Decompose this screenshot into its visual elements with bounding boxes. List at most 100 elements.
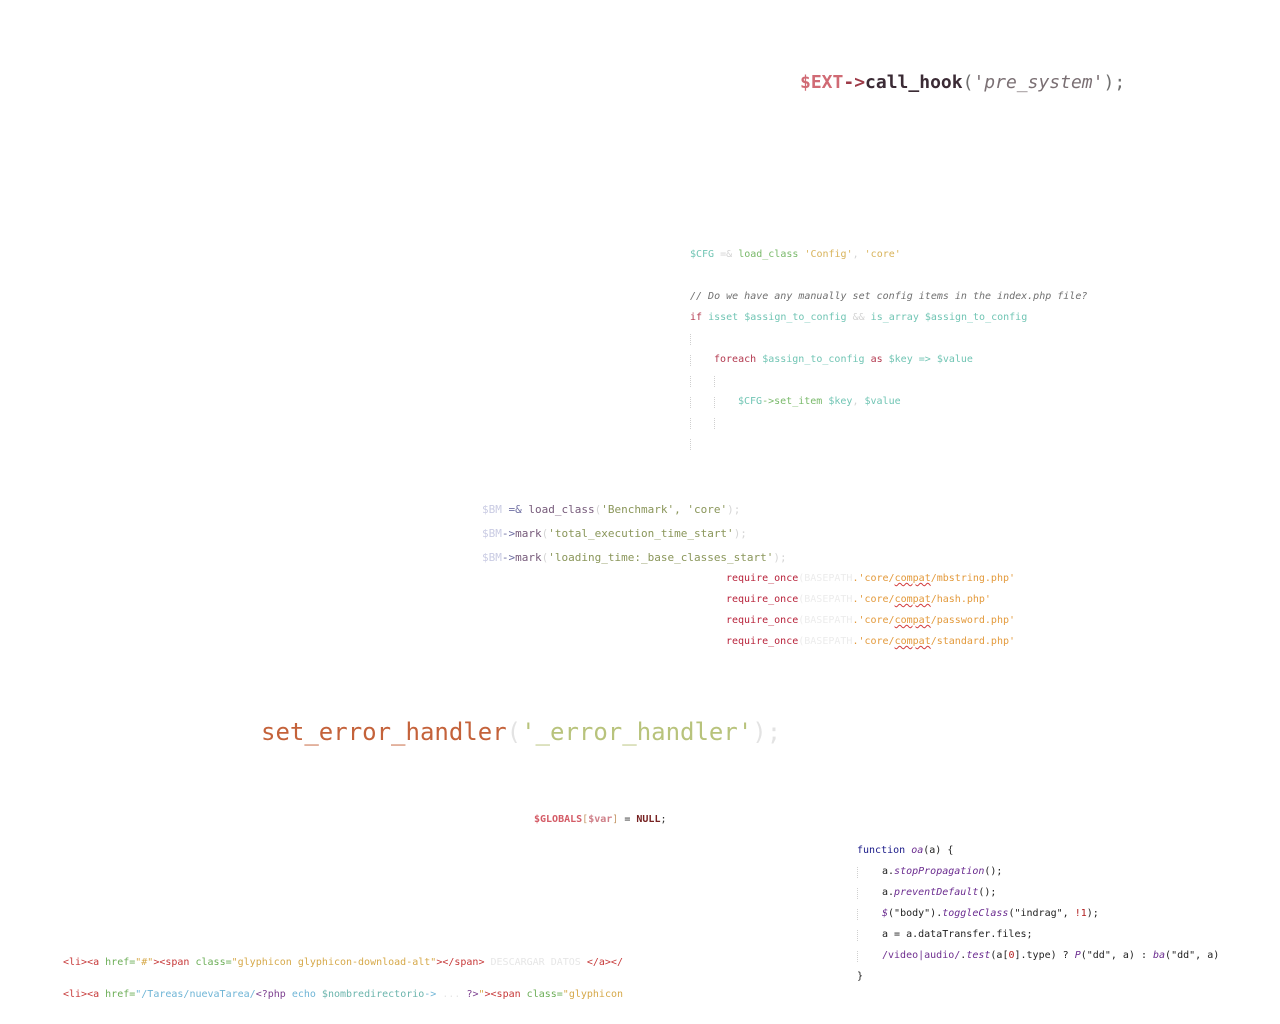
bm-variable: $BM bbox=[482, 503, 502, 516]
object-arrow: -> bbox=[843, 72, 866, 93]
config-code-block: $CFG =& load_class 'Config', 'core' // D… bbox=[690, 240, 1087, 460]
open-bracket: [ bbox=[582, 814, 589, 825]
foreach-keyword: foreach bbox=[714, 354, 757, 365]
js-line-1: function oa(a) { bbox=[857, 846, 1219, 857]
dot: . bbox=[960, 950, 967, 961]
js-line-7: } bbox=[857, 971, 864, 982]
js-line-2: a.stopPropagation(); bbox=[857, 867, 1219, 878]
path-prefix: .'core/ bbox=[852, 636, 895, 647]
value-var: $value bbox=[936, 354, 973, 365]
indent-guide bbox=[857, 888, 882, 899]
basepath-const: (BASEPATH bbox=[798, 636, 853, 647]
call-end: (); bbox=[978, 887, 997, 898]
open-paren: ( bbox=[541, 527, 549, 540]
a-close-tag: </a></ bbox=[586, 957, 623, 968]
benchmark-line-2: $BM->mark('total_execution_time_start'); bbox=[482, 528, 787, 541]
p-args: ("dd", a) : bbox=[1080, 950, 1153, 961]
bm-variable: $BM bbox=[482, 551, 502, 564]
indent-guide bbox=[690, 418, 714, 429]
isset-fn: isset bbox=[708, 312, 739, 323]
mark-arg: 'total_execution_time_start' bbox=[548, 527, 734, 540]
index-zero: 0 bbox=[1008, 950, 1015, 961]
close-paren: ); bbox=[1103, 72, 1126, 93]
oa-fn-name: oa bbox=[911, 845, 924, 856]
basepath-const: (BASEPATH bbox=[798, 573, 853, 584]
selector: ("body"). bbox=[888, 908, 943, 919]
indent-guide bbox=[714, 376, 738, 387]
cfg-variable: $CFG bbox=[690, 249, 715, 260]
files-assign: a = a.dataTransfer.files; bbox=[882, 929, 1033, 940]
require-line-standard: require_once(BASEPATH.'core/compat/stand… bbox=[726, 637, 1015, 648]
mark-fn: mark bbox=[515, 551, 542, 564]
cfg-variable: $CFG bbox=[738, 396, 763, 407]
prevent-default-fn: preventDefault bbox=[894, 887, 979, 898]
cfg-load-line: $CFG =& load_class 'Config', 'core' bbox=[690, 250, 1087, 261]
stop-propagation-fn: stopPropagation bbox=[894, 866, 985, 877]
globals-null-line: $GLOBALS[$var] = NULL; bbox=[534, 815, 667, 825]
foreach-line: foreach $assign_to_config as $key => $va… bbox=[690, 355, 1087, 366]
spellcheck-word: compat bbox=[894, 573, 931, 584]
html-line-2: <li><a href="/Tareas/nuevaTarea/<?php ec… bbox=[63, 990, 623, 1012]
assign-op: = bbox=[618, 814, 637, 825]
ext-call-hook-line: $EXT->call_hook('pre_system'); bbox=[800, 74, 1125, 92]
js-line-3: a.preventDefault(); bbox=[857, 888, 1219, 899]
require-once-block: require_once(BASEPATH.'core/compat/mbstr… bbox=[726, 564, 1015, 658]
punc bbox=[901, 249, 907, 260]
benchmark-line-3: $BM->mark('loading_time:_base_classes_st… bbox=[482, 552, 787, 565]
indent-guide bbox=[857, 930, 882, 941]
bool-literal: !1 bbox=[1074, 908, 1087, 919]
core-string: 'core' bbox=[864, 249, 901, 260]
set-error-handler-fn: set_error_handler bbox=[261, 718, 507, 746]
require-keyword: require_once bbox=[726, 573, 799, 584]
html-line-1: <li><a href="#"><span class="glyphicon g… bbox=[63, 958, 623, 980]
indent-guide bbox=[690, 397, 714, 408]
ternary: ].type) ? bbox=[1014, 950, 1075, 961]
href-attr: href= bbox=[105, 957, 136, 968]
arrow-op: => bbox=[912, 354, 937, 365]
open-paren: ( bbox=[962, 72, 974, 93]
nombredirectorio-var: $nombredirectorio bbox=[321, 989, 425, 1000]
call-end: (); bbox=[984, 866, 1003, 877]
jquery-dollar: $ bbox=[882, 908, 889, 919]
object-arrow: -> bbox=[762, 396, 775, 407]
ext-variable: $EXT bbox=[800, 72, 844, 93]
php-close-tag: ?> bbox=[466, 989, 479, 1000]
path-prefix: .'core/ bbox=[852, 573, 895, 584]
open-paren: ( bbox=[594, 503, 602, 516]
obj-ref: a. bbox=[882, 866, 895, 877]
benchmark-code-block: $BM =& load_class('Benchmark', 'core'); … bbox=[482, 493, 787, 576]
load-class-fn: load_class bbox=[528, 503, 595, 516]
assign-config-var: $assign_to_config bbox=[762, 354, 865, 365]
class-attr: class= bbox=[195, 957, 232, 968]
object-arrow: -> bbox=[501, 527, 516, 540]
href-attr: href= bbox=[105, 989, 136, 1000]
semicolon: ; bbox=[660, 814, 667, 825]
li-a-tag: <li><a bbox=[63, 989, 106, 1000]
blank-line bbox=[690, 439, 1087, 450]
set-item-line: $CFG->set_item $key, $value bbox=[690, 397, 1087, 408]
close-paren: ); bbox=[733, 527, 747, 540]
indent-guide bbox=[857, 951, 882, 962]
fn-signature: (a) { bbox=[923, 845, 954, 856]
class-attr: class= bbox=[526, 989, 563, 1000]
close-paren: ); bbox=[752, 718, 782, 746]
blank-line bbox=[690, 376, 1087, 387]
path-file: /mbstring.php' bbox=[930, 573, 1016, 584]
assign-op: =& bbox=[714, 249, 739, 260]
blank-line bbox=[690, 334, 1087, 345]
obj-ref: a. bbox=[882, 887, 895, 898]
mark-fn: mark bbox=[515, 527, 542, 540]
path-prefix: .'core/ bbox=[852, 615, 895, 626]
benchmark-line-1: $BM =& load_class('Benchmark', 'core'); bbox=[482, 504, 787, 517]
if-isset-line: if isset $assign_to_config && is_array $… bbox=[690, 313, 1087, 324]
li-a-tag: <li><a bbox=[63, 957, 106, 968]
php-arrow: -> bbox=[424, 989, 437, 1000]
bm-variable: $BM bbox=[482, 527, 502, 540]
pre-system-string: 'pre_system' bbox=[973, 72, 1104, 93]
indent-guide bbox=[857, 909, 882, 920]
set-error-handler-line: set_error_handler('_error_handler'); bbox=[261, 720, 781, 744]
require-line-mbstring: require_once(BASEPATH.'core/compat/mbstr… bbox=[726, 574, 1015, 585]
faint-segment: ... bbox=[436, 989, 467, 1000]
call-end: ); bbox=[1086, 908, 1099, 919]
close-paren: ); bbox=[773, 551, 787, 564]
